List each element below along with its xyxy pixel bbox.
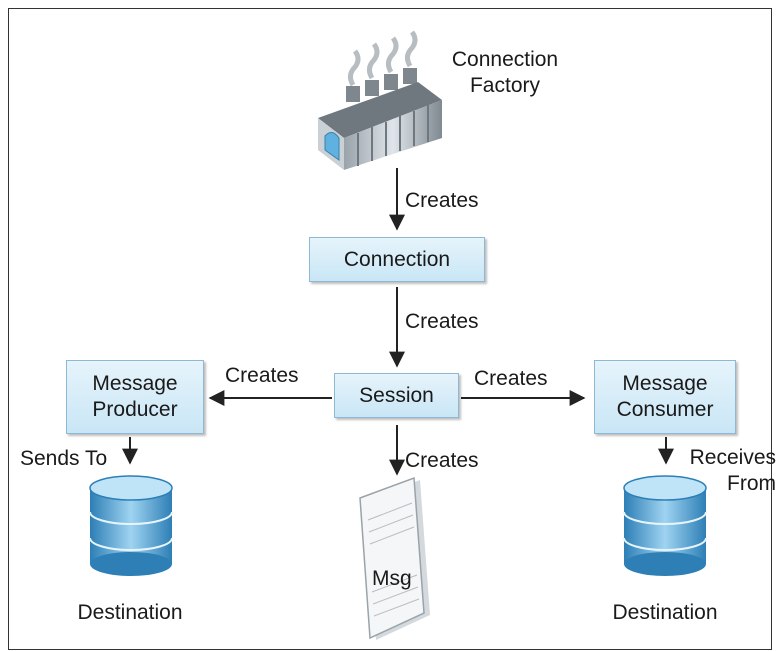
session-label: Session — [359, 383, 434, 407]
producer-label-line1: Message — [92, 372, 178, 395]
edge-label-session-consumer: Creates — [474, 367, 548, 390]
message-producer-box: Message Producer — [66, 360, 204, 434]
msg-label: Msg — [372, 567, 412, 590]
producer-label-line2: Producer — [92, 398, 178, 421]
factory-label: Connection Factory — [430, 47, 580, 99]
destination-label-right: Destination — [612, 601, 718, 624]
edge-label-session-producer: Creates — [225, 364, 299, 387]
edge-label-factory-connection: Creates — [405, 189, 479, 212]
factory-label-line1: Connection — [451, 48, 559, 71]
database-icon — [89, 475, 173, 576]
edge-label-receives-from: Receives From — [672, 445, 776, 497]
edge-label-sends-to: Sends To — [20, 447, 108, 470]
edge-label-connection-session: Creates — [405, 310, 479, 333]
session-box: Session — [334, 373, 459, 418]
connection-label: Connection — [343, 247, 451, 271]
edge-label-session-msg: Creates — [405, 449, 479, 472]
factory-icon — [318, 30, 442, 170]
consumer-label-line1: Message — [622, 372, 708, 395]
receives-line1: Receives — [689, 446, 776, 469]
database-icon — [623, 475, 707, 576]
document-icon — [359, 476, 430, 640]
receives-line2: From — [727, 472, 776, 495]
connection-box: Connection — [309, 237, 485, 282]
message-consumer-box: Message Consumer — [594, 360, 736, 434]
factory-label-line2: Factory — [469, 74, 540, 97]
destination-label-left: Destination — [77, 601, 183, 624]
consumer-label-line2: Consumer — [616, 398, 714, 421]
